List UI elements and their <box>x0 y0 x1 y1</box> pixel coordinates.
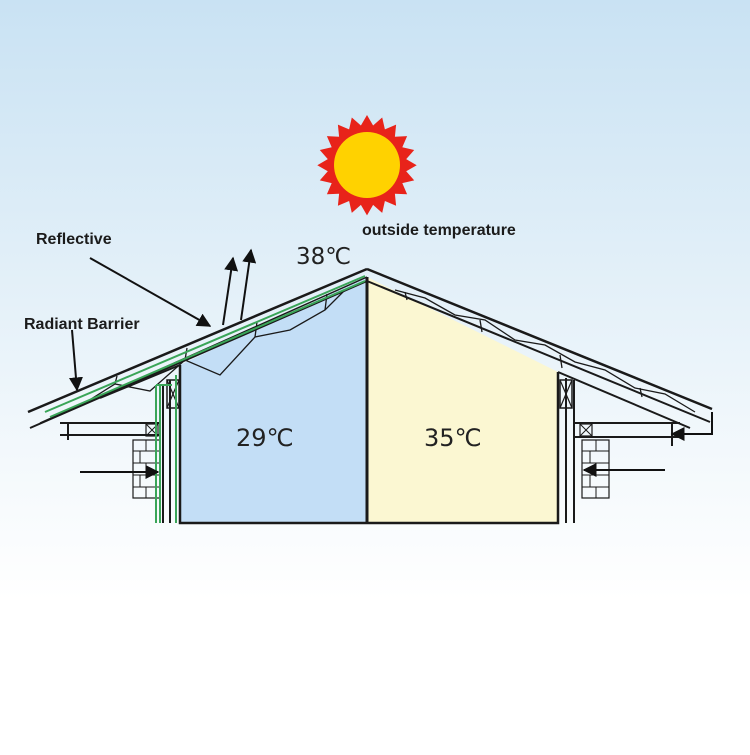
right-room-temperature: 35℃ <box>424 424 482 452</box>
radiant-barrier-layer <box>44 275 366 523</box>
sun-icon <box>317 115 417 216</box>
reflective-label: Reflective <box>36 231 112 248</box>
left-room-temperature: 29℃ <box>236 424 294 452</box>
building-structure <box>27 267 713 525</box>
outside-temperature-value: 38℃ <box>296 244 352 270</box>
left-room <box>180 277 367 523</box>
heat-arrows <box>68 248 713 479</box>
outside-temperature-label: outside temperature <box>362 222 516 239</box>
right-room <box>367 277 558 523</box>
radiant-barrier-label: Radiant Barrier <box>24 316 140 333</box>
